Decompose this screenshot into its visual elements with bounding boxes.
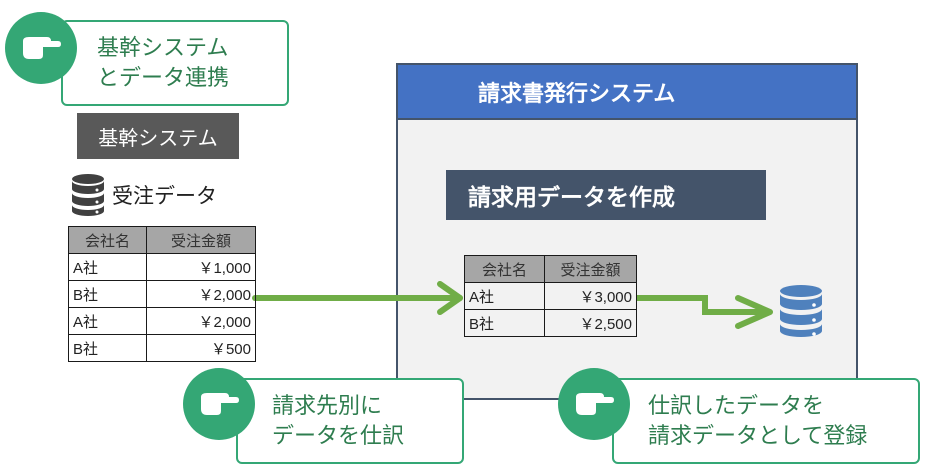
- company-cell: A社: [68, 253, 147, 281]
- callout-line: 仕訳したデータを: [648, 394, 825, 419]
- create-billing-data-label: 請求用データを作成: [446, 170, 766, 220]
- billing-system-panel: 請求書発行システム: [396, 63, 858, 400]
- table-row: B社￥2,000: [68, 280, 256, 308]
- amount-cell: ￥2,000: [146, 307, 256, 335]
- company-cell: B社: [68, 334, 147, 362]
- column-header-amount: 受注金額: [146, 226, 256, 254]
- company-cell: B社: [68, 280, 147, 308]
- callout-register-billing-data: 仕訳したデータを 請求データとして登録: [612, 378, 920, 464]
- pointing-hand-icon: [558, 368, 630, 440]
- company-cell: B社: [464, 309, 545, 337]
- amount-cell: ￥500: [146, 334, 256, 362]
- callout-line: データを仕訳: [272, 424, 405, 449]
- callout-data-integration: 基幹システム とデータ連携: [61, 20, 289, 106]
- arrow-source-to-billing: [252, 281, 463, 315]
- callout-sort-by-client: 請求先別に データを仕訳: [236, 378, 464, 464]
- order-data-table: 会社名 受注金額 A社￥1,000 B社￥2,000 A社￥2,000 B社￥5…: [68, 226, 256, 362]
- table-row: A社￥2,000: [68, 307, 256, 335]
- column-header-company: 会社名: [464, 255, 545, 283]
- billing-data-table: 会社名 受注金額 A社￥3,000 B社￥2,500: [464, 255, 637, 337]
- company-cell: A社: [464, 282, 545, 310]
- pointing-hand-icon: [5, 12, 77, 84]
- amount-cell: ￥2,500: [544, 309, 637, 337]
- table-row: B社￥500: [68, 334, 256, 362]
- order-data-label: 受注データ: [112, 184, 217, 208]
- table-row: A社￥1,000: [68, 253, 256, 281]
- database-icon: [72, 174, 104, 216]
- table-row: A社￥3,000: [464, 282, 637, 310]
- callout-line: 請求データとして登録: [648, 424, 868, 449]
- table-row: B社￥2,500: [464, 309, 637, 337]
- callout-line: 請求先別に: [272, 394, 383, 419]
- amount-cell: ￥1,000: [146, 253, 256, 281]
- column-header-amount: 受注金額: [544, 255, 637, 283]
- pointing-hand-icon: [183, 368, 255, 440]
- billing-system-title: 請求書発行システム: [398, 65, 856, 120]
- arrow-billing-to-db: [637, 295, 773, 329]
- source-system-label: 基幹システム: [77, 113, 239, 159]
- callout-line: とデータ連携: [97, 66, 230, 91]
- callout-line: 基幹システム: [97, 36, 229, 61]
- amount-cell: ￥2,000: [146, 280, 256, 308]
- column-header-company: 会社名: [68, 226, 147, 254]
- billing-database-icon: [780, 285, 822, 337]
- amount-cell: ￥3,000: [544, 282, 637, 310]
- company-cell: A社: [68, 307, 147, 335]
